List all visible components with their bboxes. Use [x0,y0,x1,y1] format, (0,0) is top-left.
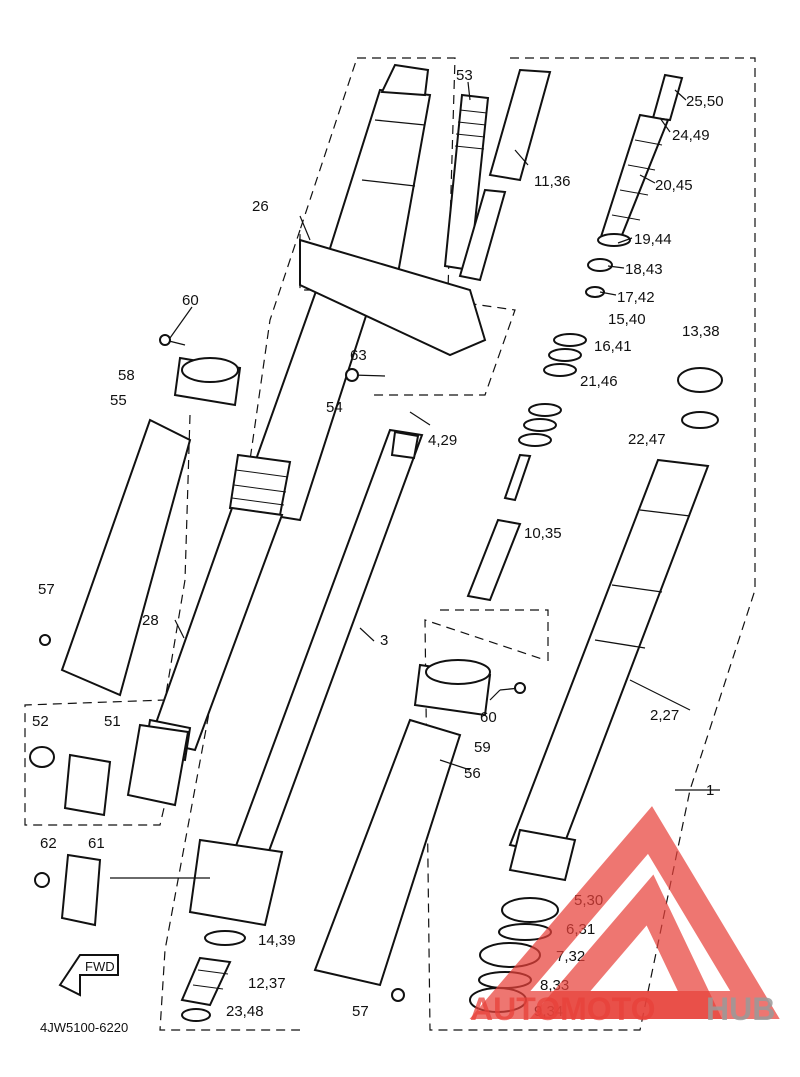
callout-1: 1 [706,782,714,799]
callout-2-27: 2,27 [650,707,679,724]
callout-54: 54 [326,399,343,416]
watermark-brand-grey: HUB [706,991,775,1027]
callout-22-47: 22,47 [628,431,666,448]
callout-15-40: 15,40 [608,311,646,328]
watermark-brand-red: AUTOMOTO [470,991,655,1027]
spring-21 [466,333,587,602]
bolts [34,334,526,1002]
callout-24-49: 24,49 [672,127,710,144]
callout-14-39: 14,39 [258,932,296,949]
callout-26: 26 [252,198,269,215]
guard-55 [60,418,192,697]
callout-52: 52 [32,713,49,730]
outer-tube-right [508,367,723,882]
cartridge-11 [458,68,552,282]
callout-63: 63 [350,347,367,364]
watermark: AUTOMOTO HUB [469,806,780,1027]
guard-56 [313,718,462,987]
callout-57-bottom: 57 [352,1003,369,1020]
callout-58: 58 [118,367,135,384]
callout-11-36: 11,36 [534,173,570,190]
callout-13-38: 13,38 [682,323,720,340]
callout-51: 51 [104,713,121,730]
callout-18-43: 18,43 [625,261,663,278]
callout-20-45: 20,45 [655,177,693,194]
callout-59: 59 [474,739,491,756]
diagram-code: 4JW5100-6220 [40,1020,128,1035]
callout-21-46: 21,46 [580,373,618,390]
leader-lines [110,81,720,879]
callout-57-left: 57 [38,581,55,598]
callout-16-41: 16,41 [594,338,632,355]
callout-61: 61 [88,835,105,852]
clamps [29,356,492,927]
callout-10-35: 10,35 [524,525,562,542]
watermark-inner-triangle-icon [529,874,723,1019]
callout-28: 28 [142,612,159,629]
callout-53: 53 [456,67,473,84]
callout-12-37: 12,37 [248,975,286,992]
callout-25-50: 25,50 [686,93,724,110]
callout-4-29: 4,29 [428,432,457,449]
triple-clamp [299,238,487,357]
callout-23-48: 23,48 [226,1003,264,1020]
outer-tube-left [143,63,432,762]
fwd-label: FWD [85,959,115,974]
callout-60-bottom: 60 [480,709,497,726]
callout-17-42: 17,42 [617,289,655,306]
callout-19-44: 19,44 [634,231,672,248]
axle-bracket [126,723,284,927]
callout-62: 62 [40,835,57,852]
callout-60-top: 60 [182,292,199,309]
callout-55: 55 [110,392,127,409]
damper-rod [585,73,684,298]
group-outlines [24,57,756,1031]
callout-56: 56 [464,765,481,782]
callout-3: 3 [380,632,388,649]
fwd-arrow-icon: FWD [58,954,119,997]
